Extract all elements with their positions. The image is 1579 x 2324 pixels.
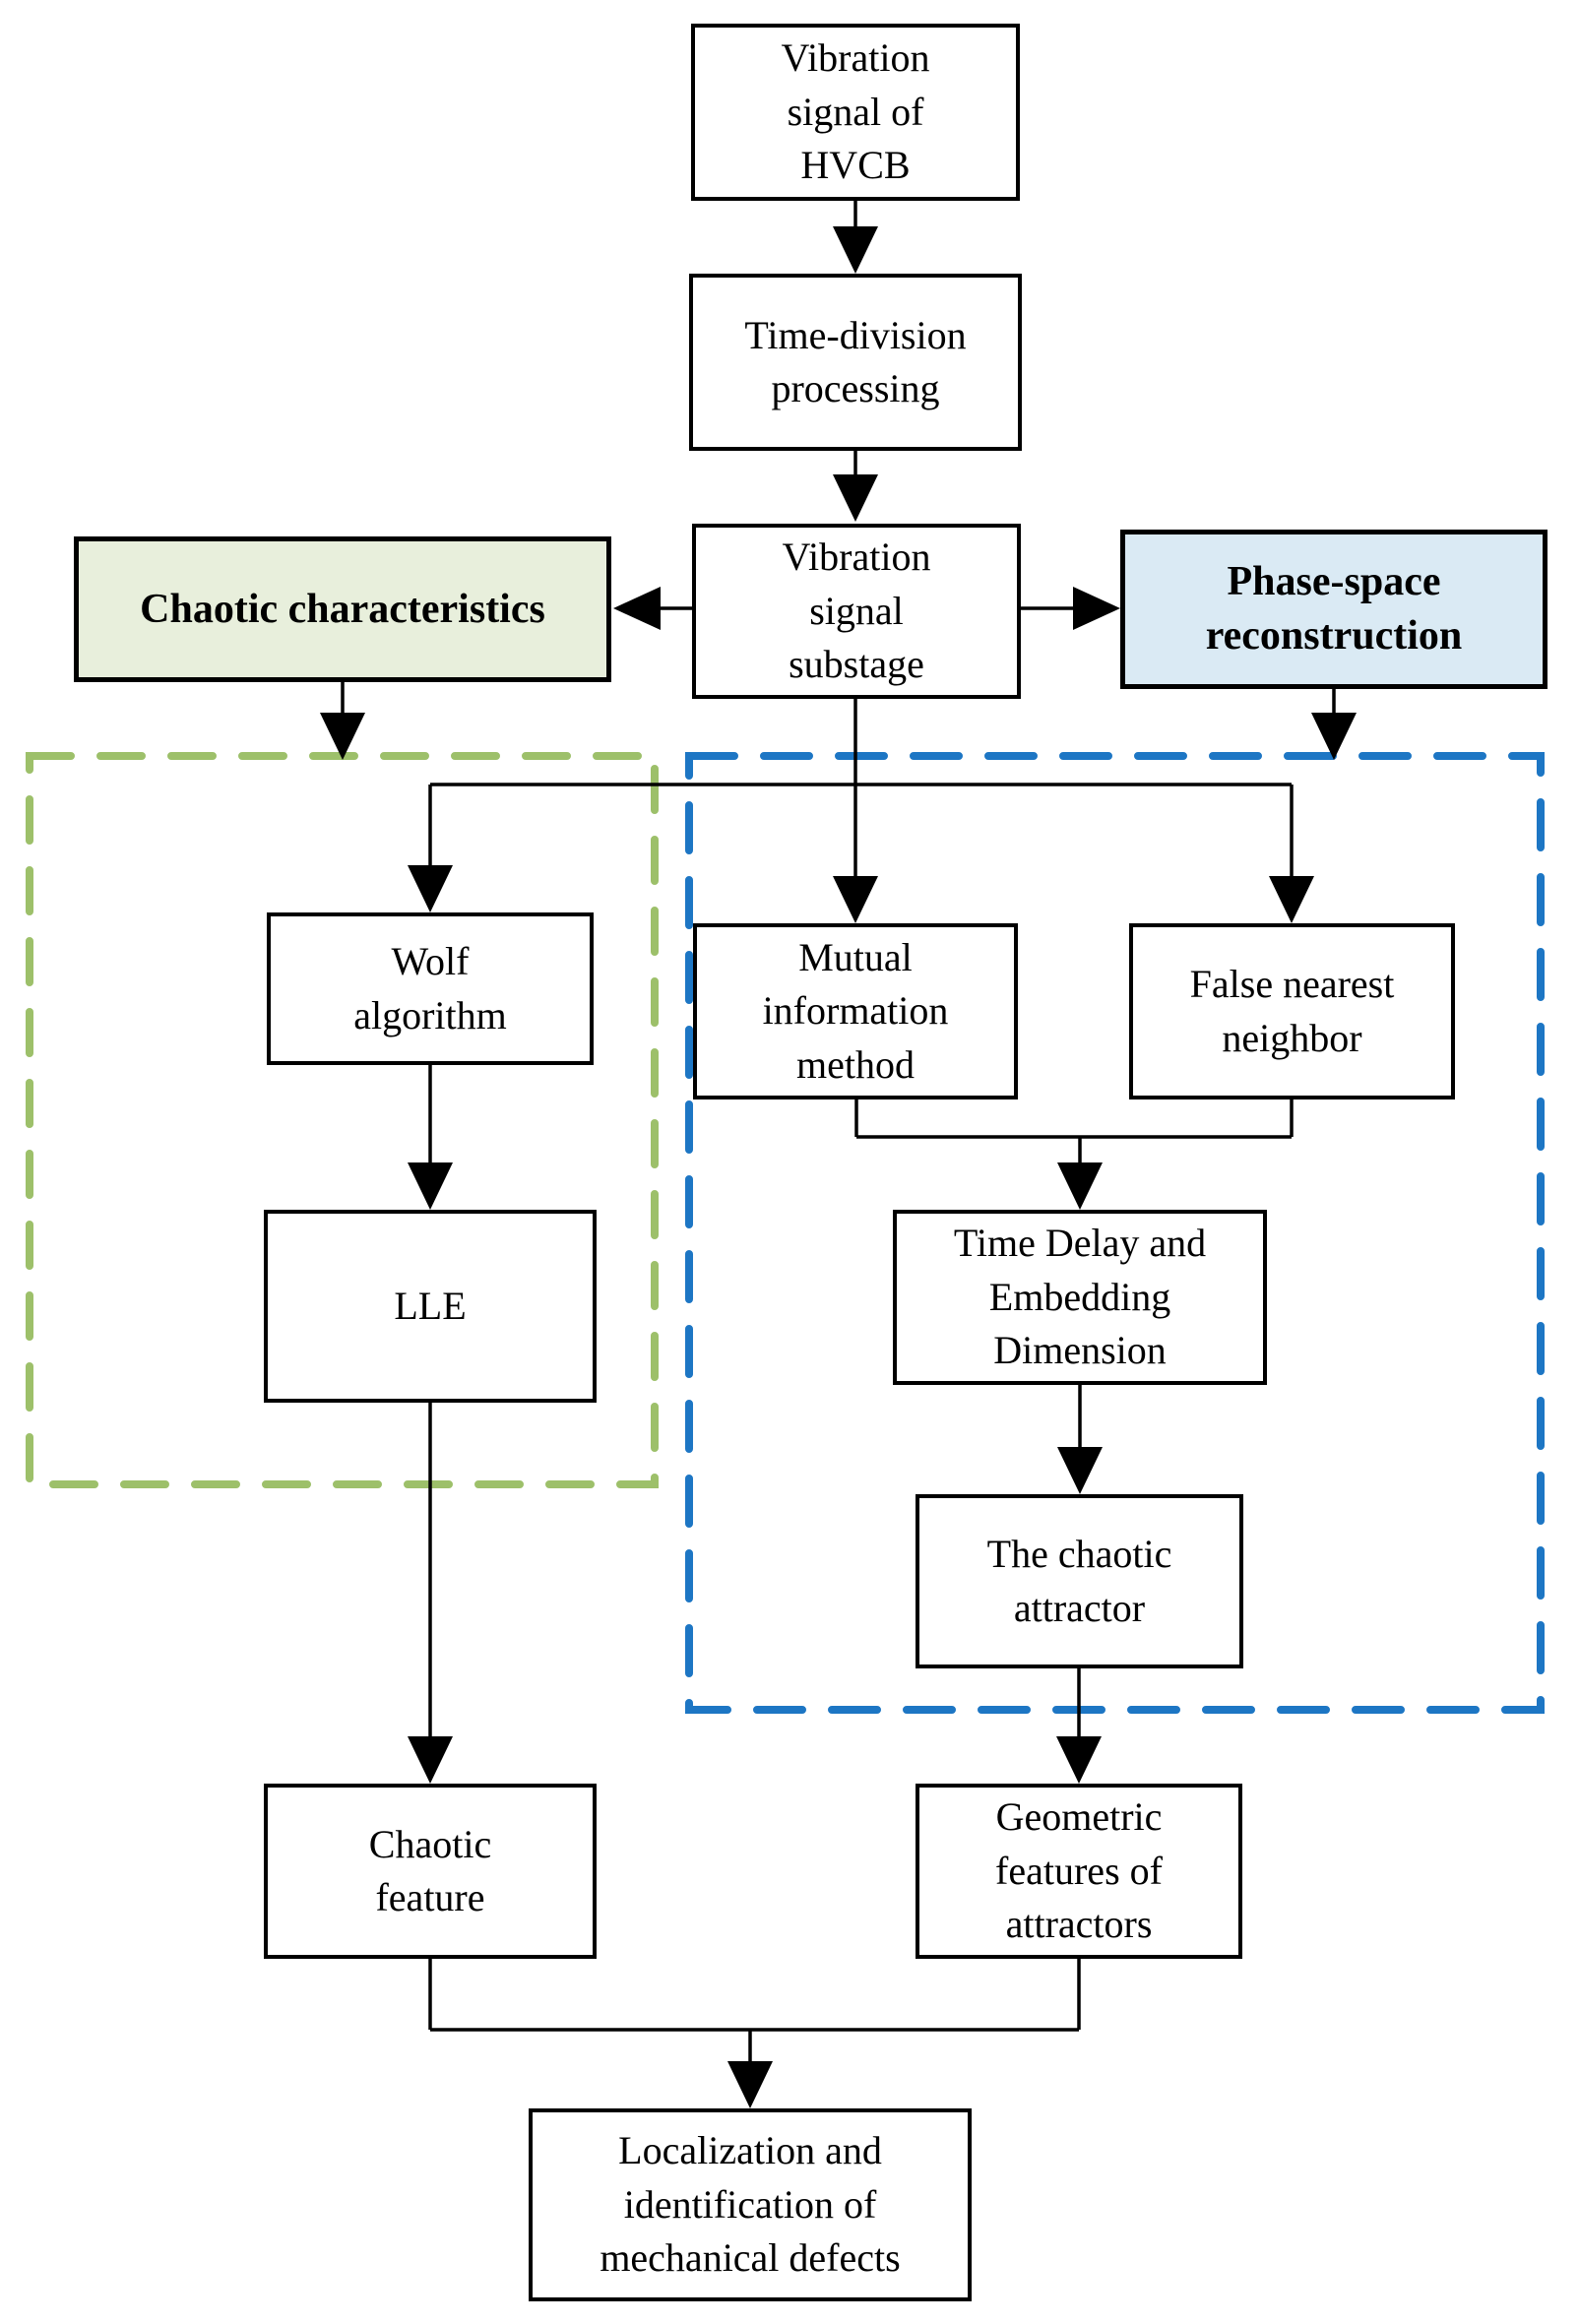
node-chaotic-characteristics: Chaotic characteristics (74, 536, 611, 682)
arrowhead (833, 876, 878, 923)
arrowhead (1269, 876, 1314, 923)
arrowhead (1057, 1447, 1103, 1494)
arrowhead (613, 587, 661, 630)
node-time-division-processing: Time-division processing (689, 274, 1022, 451)
arrowhead (408, 1736, 453, 1784)
node-localization-identification: Localization and identification of mecha… (529, 2108, 972, 2301)
node-chaotic-attractor: The chaotic attractor (916, 1494, 1243, 1668)
node-chaotic-feature: Chaotic feature (264, 1784, 597, 1959)
arrowhead (320, 713, 365, 760)
arrowhead (833, 226, 878, 274)
node-lle: LLE (264, 1210, 597, 1403)
arrowhead (727, 2061, 773, 2108)
arrowhead (1056, 1736, 1102, 1784)
arrowhead (408, 865, 453, 912)
node-false-nearest-neighbor: False nearest neighbor (1129, 923, 1455, 1099)
arrowhead (1311, 713, 1357, 760)
node-time-delay-embedding: Time Delay and Embedding Dimension (893, 1210, 1267, 1385)
node-geometric-features: Geometric features of attractors (916, 1784, 1242, 1959)
node-vibration-signal-hvcb: Vibration signal of HVCB (691, 24, 1020, 201)
arrowhead (1073, 587, 1120, 630)
arrowhead (1057, 1162, 1103, 1210)
node-mutual-information-method: Mutual information method (693, 923, 1018, 1099)
node-vibration-signal-substage: Vibration signal substage (692, 524, 1021, 699)
node-phase-space-reconstruction: Phase-space reconstruction (1120, 530, 1547, 689)
node-wolf-algorithm: Wolf algorithm (267, 912, 594, 1065)
arrowhead (408, 1162, 453, 1210)
arrowhead (833, 474, 878, 522)
